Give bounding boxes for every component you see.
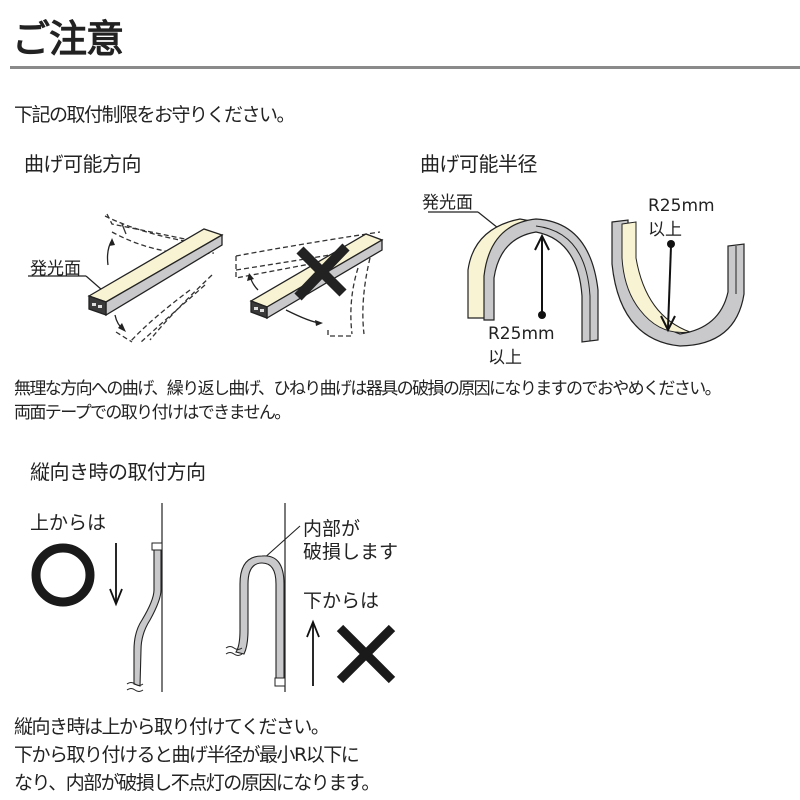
- vertical-mounting-heading: 縦向き時の取付方向: [30, 460, 206, 484]
- page-title: ご注意: [12, 17, 124, 61]
- intro-text: 下記の取付制限をお守りください。: [14, 104, 296, 126]
- radius-suffix-arch: 以上: [488, 348, 522, 368]
- from-top-label: 上からは: [30, 512, 107, 534]
- radius-label-arch: R25mm: [488, 324, 555, 344]
- warning-line-1: 無理な方向への曲げ、繰り返し曲げ、ひねり曲げは器具の破損の原因になりますのでおや…: [14, 379, 722, 399]
- radius-label-u: R25mm: [648, 196, 715, 216]
- radius-suffix-u: 以上: [648, 220, 682, 240]
- header-divider: [10, 66, 800, 69]
- from-bottom-label: 下からは: [303, 590, 380, 612]
- damage-label-line-2: 破損します: [303, 541, 399, 563]
- bend-direction-heading: 曲げ可能方向: [24, 152, 142, 176]
- emitting-face-label: 発光面: [30, 259, 81, 279]
- ok-circle-icon: [31, 543, 95, 607]
- footer-note-2: 下から取り付けると曲げ半径が最小R以下に: [14, 744, 360, 766]
- footer-note-3: なり、内部が破損し不点灯の原因になります。: [14, 772, 380, 794]
- bend-radius-heading: 曲げ可能半径: [420, 152, 538, 176]
- damage-label-line-1: 内部が: [303, 518, 361, 540]
- emitting-face-label-radius: 発光面: [422, 193, 473, 213]
- warning-line-2: 両面テープでの取り付けはできません。: [14, 403, 291, 423]
- footer-note-1: 縦向き時は上から取り付けてください。: [14, 716, 330, 738]
